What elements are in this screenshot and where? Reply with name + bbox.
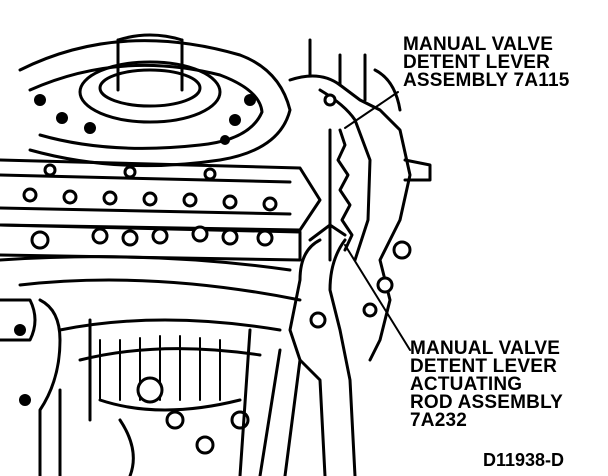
transmission-case: [0, 255, 302, 476]
actuating-rod-callout: MANUAL VALVE DETENT LEVER ACTUATING ROD …: [410, 338, 564, 431]
figure-id: D11938-D: [483, 450, 565, 470]
actuating-rod-callout-line: DETENT LEVER: [410, 356, 558, 377]
actuating-rod-callout-line: 7A232: [410, 410, 467, 431]
detent-lever-callout-line: ASSEMBLY 7A115: [403, 70, 570, 91]
detent-lever-callout-line: DETENT LEVER: [403, 52, 551, 73]
actuating-rod-callout-line: MANUAL VALVE: [410, 338, 561, 359]
actuating-rod: [328, 128, 354, 262]
detent-lever-callout: MANUAL VALVE DETENT LEVER ASSEMBLY 7A115: [403, 34, 570, 91]
detent-bracket: [288, 38, 432, 362]
pliers-tool: [258, 223, 357, 476]
ring-gear: [18, 33, 292, 168]
detent-lever-callout-line: MANUAL VALVE: [403, 34, 554, 55]
leader-lines: [344, 91, 411, 351]
separator-plate: [0, 158, 322, 232]
actuating-rod-callout-line: ACTUATING: [410, 374, 523, 395]
valve-body: [0, 223, 302, 262]
actuating-rod-callout-line: ROD ASSEMBLY: [410, 392, 564, 413]
